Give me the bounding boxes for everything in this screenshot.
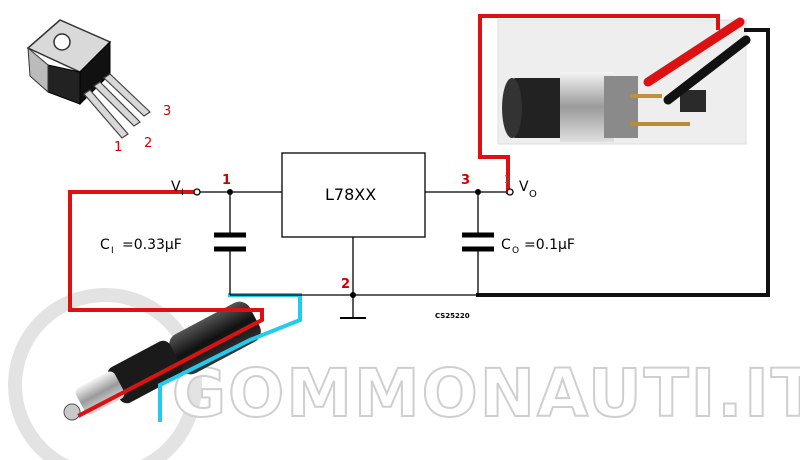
photo-red-lead (643, 17, 745, 87)
watermark-text: GOMMONAUTI.IT (172, 355, 800, 432)
vin-terminal (193, 188, 201, 196)
vout-label-subscript: O (529, 189, 537, 200)
regulator-label: L78XX (325, 185, 376, 204)
vout-terminal (506, 188, 514, 196)
vout-label: V (519, 179, 529, 195)
negative-output-wire (476, 28, 770, 297)
junction-dot (475, 189, 481, 195)
output-cap-label-subscript: O (512, 246, 519, 256)
to220-package-icon: 1 2 3 (26, 19, 171, 155)
input-cap-label: C (100, 237, 110, 253)
package-pin-1-label: 1 (114, 140, 122, 155)
dc-jack-photo (497, 17, 751, 145)
watermark-logo-ring (8, 288, 202, 460)
photo-overlay-number: 1 (504, 173, 511, 186)
vin-label: V (171, 179, 181, 195)
pin-2-label: 2 (341, 277, 350, 292)
output-cap-value: =0.1µF (524, 237, 575, 253)
watermark: GOMMONAUTI.IT (8, 288, 800, 460)
vin-label-subscript: I (181, 188, 184, 198)
junction-dot (227, 189, 233, 195)
package-pin-2-label: 2 (144, 136, 152, 151)
pin-1-label: 1 (222, 173, 231, 188)
photo-black-lead (663, 35, 751, 105)
pin-3-label: 3 (461, 173, 470, 188)
datasheet-code-label: CS25220 (435, 312, 470, 320)
input-cap-label-subscript: I (111, 246, 114, 256)
positive-output-wire (478, 14, 720, 194)
package-pin-3-label: 3 (163, 104, 171, 119)
input-cap-value: =0.33µF (122, 237, 182, 253)
positive-input-wire (68, 190, 264, 418)
junction-dot (350, 292, 356, 298)
output-cap-label: C (501, 237, 511, 253)
